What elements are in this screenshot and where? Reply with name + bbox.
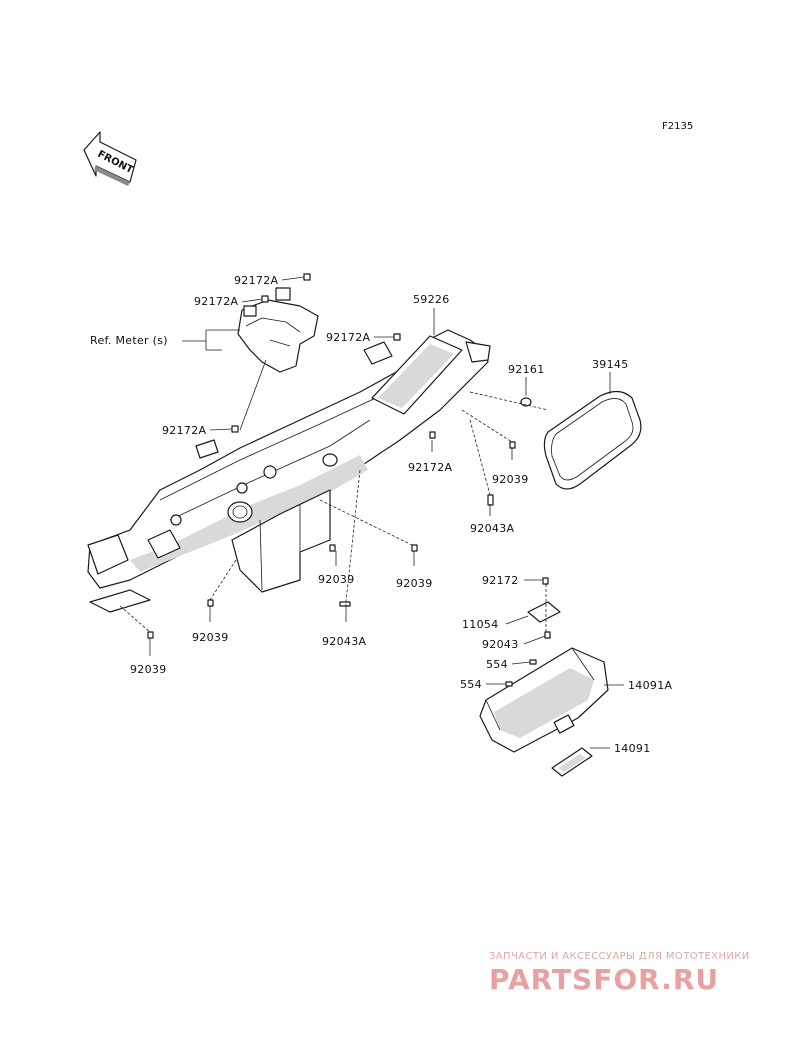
part-labels: 92172A 92172A Ref. Meter (s) 92172A 9217… — [90, 274, 672, 755]
label-92161: 92161 — [508, 363, 545, 376]
label-554-a: 554 — [486, 658, 508, 671]
watermark-tagline: ЗАПЧАСТИ И АКСЕССУАРЫ ДЛЯ МОТОТЕХНИКИ — [489, 951, 750, 962]
label-11054: 11054 — [462, 618, 499, 631]
label-ref-meter: Ref. Meter (s) — [90, 334, 168, 347]
label-92172A-mid: 92172A — [326, 331, 370, 344]
label-92172A-top: 92172A — [234, 274, 278, 287]
watermark-logo: PARTSFOR.RU — [489, 963, 720, 996]
label-92039-c2: 92039 — [396, 577, 433, 590]
figure-code: F2135 — [662, 121, 693, 132]
latch-14091 — [551, 747, 593, 777]
label-92172A-left: 92172A — [162, 424, 206, 437]
leader-lines — [119, 276, 624, 749]
label-92039-l: 92039 — [130, 663, 167, 676]
label-92172A-2: 92172A — [194, 295, 238, 308]
label-92172: 92172 — [482, 574, 519, 587]
lens-39145 — [543, 390, 642, 490]
fasteners — [147, 273, 551, 687]
label-39145: 39145 — [592, 358, 629, 371]
label-14091A: 14091A — [628, 679, 672, 692]
glove-box-14091A — [479, 647, 609, 753]
meter-bracket — [237, 287, 319, 373]
label-92043A-right: 92043A — [470, 522, 514, 535]
label-14091: 14091 — [614, 742, 651, 755]
label-554-b: 554 — [460, 678, 482, 691]
label-92172A-low: 92172A — [408, 461, 452, 474]
front-arrow-icon: FRONT — [83, 131, 137, 186]
label-92039-c1: 92039 — [318, 573, 355, 586]
label-92043A-c: 92043A — [322, 635, 366, 648]
label-92039-right: 92039 — [492, 473, 529, 486]
dash-frame — [87, 329, 491, 613]
hinge-11054 — [527, 601, 561, 623]
grommet-92161 — [520, 397, 532, 407]
label-92043: 92043 — [482, 638, 519, 651]
label-92039-bl: 92039 — [192, 631, 229, 644]
label-59226: 59226 — [413, 293, 450, 306]
